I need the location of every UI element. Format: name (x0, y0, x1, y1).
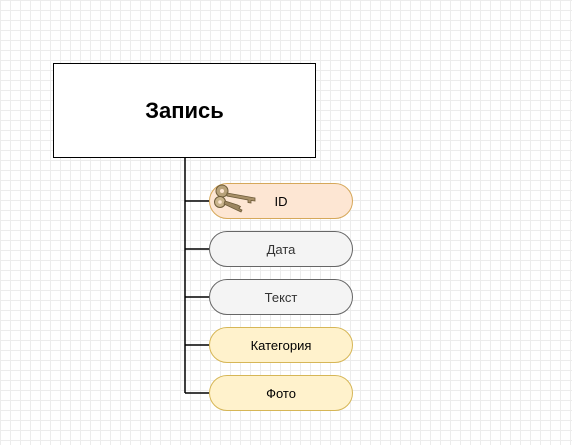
attribute-category[interactable]: Категория (209, 327, 353, 363)
entity-title: Запись (145, 97, 224, 123)
attribute-label: Категория (250, 337, 312, 353)
attribute-text[interactable]: Текст (209, 279, 353, 315)
attribute-date[interactable]: Дата (209, 231, 353, 267)
keys-icon (214, 184, 256, 213)
entity-box[interactable]: Запись (53, 63, 316, 158)
attribute-label: ID (274, 193, 288, 209)
attribute-label: Фото (266, 385, 296, 401)
attribute-id[interactable]: ID (209, 183, 353, 219)
attribute-label: Дата (266, 241, 296, 257)
attribute-label: Текст (264, 289, 298, 305)
attribute-photo[interactable]: Фото (209, 375, 353, 411)
